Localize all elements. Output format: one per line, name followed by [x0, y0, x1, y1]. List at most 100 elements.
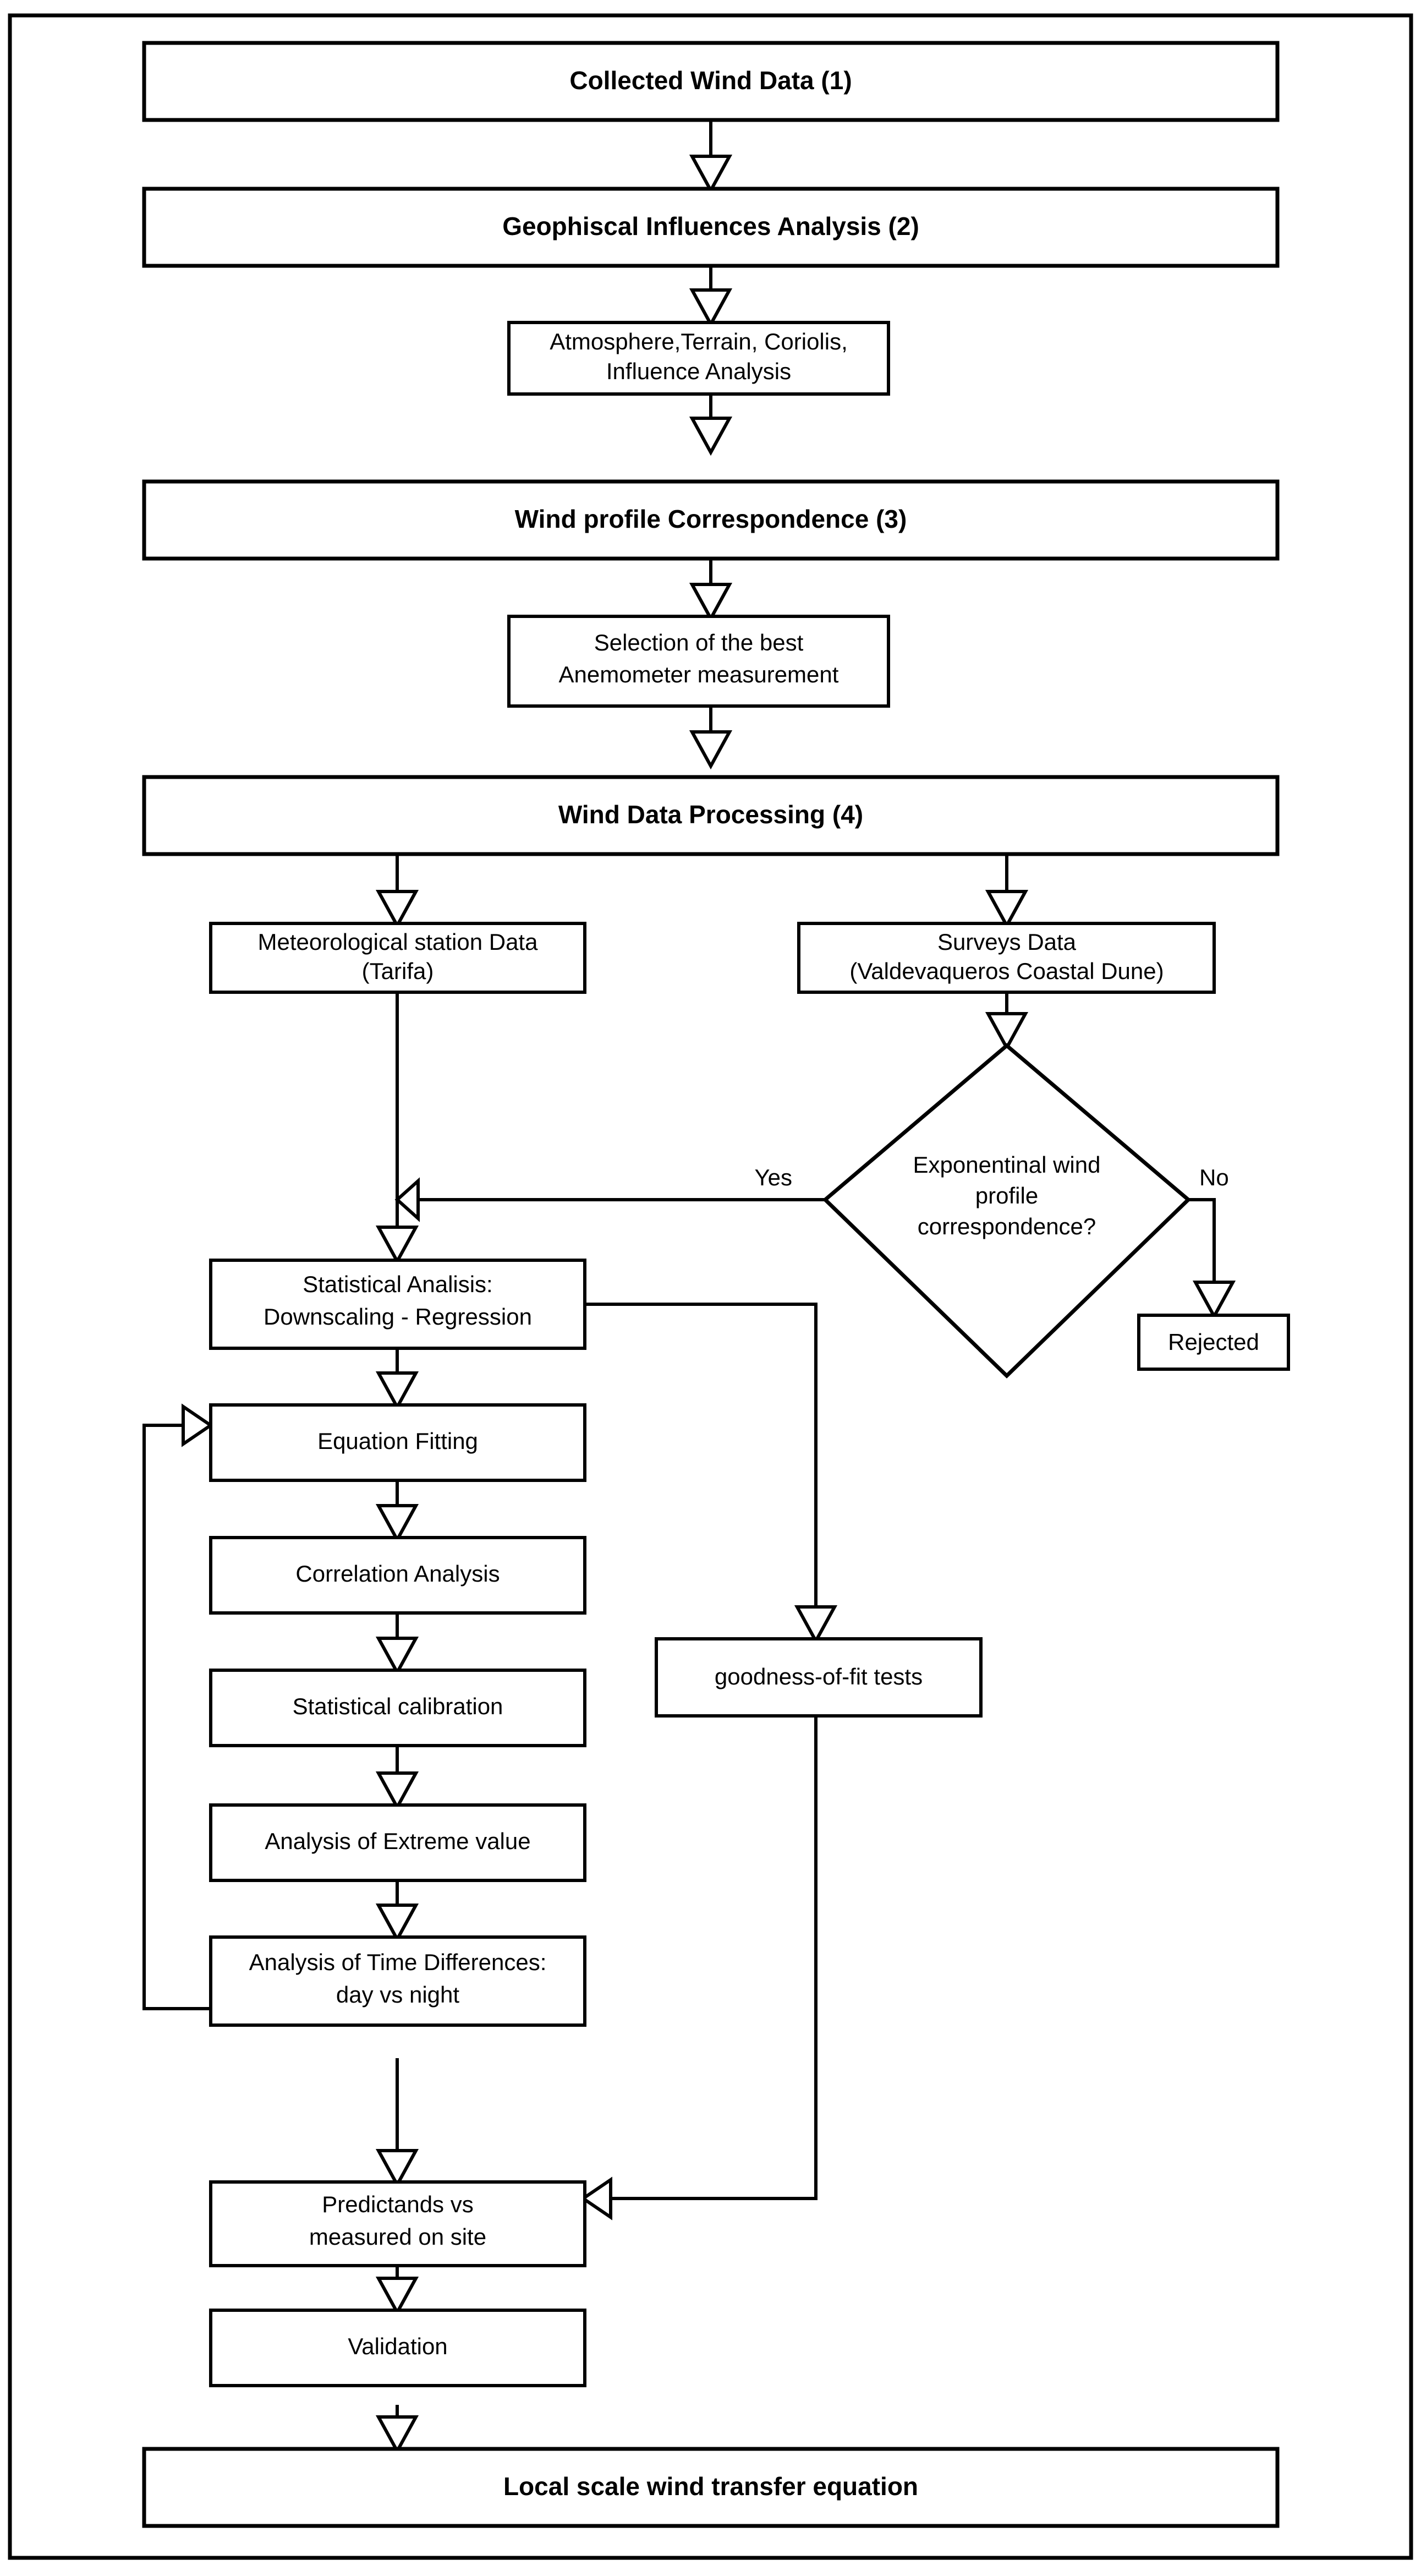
arrowhead-atmosphere-3: [689, 417, 733, 456]
node-box: [507, 321, 890, 396]
node-label-line2: day vs night: [336, 1982, 459, 2008]
node-label-line2: (Valdevaqueros Coastal Dune): [849, 958, 1164, 984]
arrowhead-4-meteorological: [375, 890, 419, 929]
node-box: [142, 2447, 1280, 2528]
decision-diamond: [822, 1043, 1192, 1379]
arrowhead-goodness-predictands: [580, 2176, 612, 2220]
node-box: [209, 2309, 586, 2387]
node-box: [142, 775, 1280, 856]
node-label-line1: Atmosphere,Terrain, Coriolis,: [550, 329, 848, 354]
node-label: Analysis of Extreme value: [265, 1828, 530, 1854]
node-label: Collected Wind Data (1): [569, 66, 852, 95]
node-label-line2: measured on site: [309, 2224, 486, 2250]
node-box: [142, 479, 1280, 561]
arrowhead-statistical-equation: [375, 1371, 419, 1411]
node-goodness-of-fit-tests[interactable]: goodness-of-fit tests: [655, 1637, 983, 1718]
arrowhead-calibration-extreme: [375, 1771, 419, 1811]
node-label: Rejected: [1168, 1329, 1259, 1355]
node-label-line1: Predictands vs: [322, 2191, 473, 2217]
arrowhead-merge-statistical: [375, 1226, 419, 1265]
node-box: [655, 1637, 983, 1718]
node-box: [209, 1669, 586, 1747]
node-statistical-analisis-downscaling[interactable]: Statistical Analisis: Downscaling - Regr…: [209, 1259, 586, 1350]
arrowhead-2-atmosphere: [689, 288, 733, 328]
connector-goodness-predictands: [611, 1714, 818, 2200]
node-box: [209, 1403, 586, 1482]
node-label-line1: Surveys Data: [937, 929, 1077, 955]
node-statistical-calibration[interactable]: Statistical calibration: [209, 1669, 586, 1747]
arrowhead-no-branch: [1192, 1281, 1236, 1320]
node-analysis-time-differences[interactable]: Analysis of Time Differences: day vs nig…: [209, 1935, 586, 2027]
connector-layer: [142, 118, 1236, 2455]
node-label: Local scale wind transfer equation: [503, 2472, 918, 2501]
arrowhead-statistical-goodness: [794, 1605, 838, 1645]
node-label-line1: Selection of the best: [594, 630, 804, 655]
node-box: [209, 922, 586, 994]
node-wind-profile-correspondence[interactable]: Wind profile Correspondence (3): [142, 479, 1280, 561]
node-box: [209, 1536, 586, 1615]
node-label: Statistical calibration: [293, 1693, 503, 1719]
edge-label-yes: Yes: [754, 1164, 792, 1190]
arrowhead-yes-branch: [394, 1177, 420, 1222]
node-label: Wind Data Processing (4): [558, 800, 863, 829]
decision-label-line1: Exponentinal wind: [913, 1152, 1101, 1178]
node-box: [797, 922, 1216, 994]
node-label-line1: Statistical Analisis:: [303, 1271, 492, 1297]
node-box: [1137, 1314, 1290, 1371]
node-predictands-vs-measured[interactable]: Predictands vs measured on site: [209, 2180, 586, 2267]
node-box: [507, 615, 890, 708]
node-label: Correlation Analysis: [295, 1561, 500, 1587]
node-decision-exponential-wind-profile[interactable]: Exponentinal wind profile correspondence…: [822, 1043, 1192, 1379]
node-box: [142, 41, 1280, 122]
arrowhead-selection-4: [689, 730, 733, 770]
node-analysis-extreme-value[interactable]: Analysis of Extreme value: [209, 1803, 586, 1882]
connector-statistical-goodness: [583, 1303, 818, 1607]
connector-feedback-loop: [142, 1424, 211, 2010]
node-label: Geophiscal Influences Analysis (2): [502, 212, 919, 240]
decision-label-line2: profile: [975, 1183, 1038, 1208]
node-wind-data-processing[interactable]: Wind Data Processing (4): [142, 775, 1280, 856]
node-box: [209, 2180, 586, 2267]
node-label-line2: Downscaling - Regression: [264, 1304, 532, 1330]
node-label: Wind profile Correspondence (3): [515, 505, 907, 533]
node-validation[interactable]: Validation: [209, 2309, 586, 2387]
node-local-scale-wind-transfer-equation[interactable]: Local scale wind transfer equation: [142, 2447, 1280, 2528]
edge-label-no: No: [1199, 1164, 1229, 1190]
arrowhead-validation-local: [375, 2415, 419, 2455]
node-label-line1: Meteorological station Data: [258, 929, 539, 955]
outer-frame: [8, 13, 1413, 2560]
node-box: [209, 1803, 586, 1882]
node-label-line2: (Tarifa): [362, 958, 434, 984]
node-correlation-analysis[interactable]: Correlation Analysis: [209, 1536, 586, 1615]
node-atmosphere-terrain-coriolis[interactable]: Atmosphere,Terrain, Coriolis, Influence …: [507, 321, 890, 396]
decision-label-line3: correspondence?: [918, 1213, 1096, 1239]
arrowhead-timediff-predictands: [375, 2149, 419, 2189]
arrowhead-equation-correlation: [375, 1504, 419, 1544]
node-label-line1: Analysis of Time Differences:: [249, 1949, 547, 1975]
node-box: [142, 187, 1280, 268]
node-box: [209, 1259, 586, 1350]
arrowhead-3-selection: [689, 583, 733, 622]
connector-no-branch: [1188, 1198, 1216, 1282]
node-rejected[interactable]: Rejected: [1137, 1314, 1290, 1371]
node-label: Equation Fitting: [317, 1428, 478, 1454]
arrowhead-surveys-decision: [985, 1012, 1029, 1052]
arrowhead-correlation-calibration: [375, 1637, 419, 1676]
node-geophiscal-influences-analysis[interactable]: Geophiscal Influences Analysis (2): [142, 187, 1280, 268]
arrowhead-4-surveys: [985, 890, 1029, 929]
node-meteorological-station-data[interactable]: Meteorological station Data (Tarifa): [209, 922, 586, 994]
node-collected-wind-data[interactable]: Collected Wind Data (1): [142, 41, 1280, 122]
node-surveys-data[interactable]: Surveys Data (Valdevaqueros Coastal Dune…: [797, 922, 1216, 994]
node-box: [209, 1935, 586, 2027]
arrowhead-predictands-validation: [375, 2277, 419, 2316]
node-equation-fitting[interactable]: Equation Fitting: [209, 1403, 586, 1482]
node-label-line2: Influence Analysis: [606, 358, 791, 384]
node-selection-best-anemometer[interactable]: Selection of the best Anemometer measure…: [507, 615, 890, 708]
node-label: Validation: [348, 2333, 447, 2359]
arrowhead-feedback-loop: [182, 1403, 214, 1447]
node-label-line2: Anemometer measurement: [559, 661, 839, 687]
arrowhead-extreme-timediff: [375, 1904, 419, 1943]
node-label: goodness-of-fit tests: [715, 1664, 923, 1689]
